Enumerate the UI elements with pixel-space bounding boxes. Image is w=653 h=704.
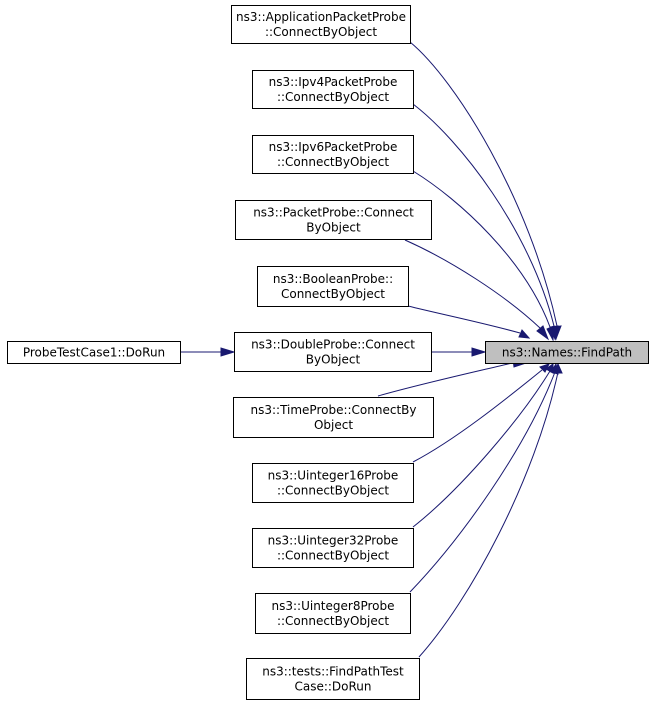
node-label-line: ns3::Ipv4PacketProbe: [269, 75, 398, 89]
edge-line: [412, 170, 551, 328]
node-box: [252, 135, 414, 174]
node-uint8[interactable]: ns3::Uinteger8Probe::ConnectByObject: [255, 593, 411, 634]
node-label-line: Case::DoRun: [294, 680, 371, 694]
node-label-line: ns3::BooleanProbe::: [273, 272, 393, 286]
arrowhead: [518, 329, 531, 339]
node-label-line: ConnectByObject: [281, 287, 385, 301]
node-label-line: ::ConnectByObject: [265, 25, 377, 39]
node-label-line: ::ConnectByObject: [277, 614, 389, 628]
node-label-line: ns3::Uinteger32Probe: [268, 534, 399, 548]
edge-line: [404, 239, 541, 329]
node-label-line: ns3::PacketProbe::Connect: [253, 206, 414, 220]
edge-double-to-findpath: [431, 347, 487, 357]
edge-line: [412, 370, 551, 528]
edge-probetest-to-double: [180, 347, 236, 357]
node-box: [7, 341, 181, 364]
edges-layer: [180, 41, 563, 658]
edge-line: [409, 371, 556, 593]
edge-line: [377, 362, 513, 397]
edge-boolean-to-findpath: [407, 305, 531, 339]
edge-line: [412, 103, 555, 327]
node-label-line: ns3::Uinteger8Probe: [272, 599, 395, 613]
node-box: [246, 658, 420, 700]
edge-packet-to-findpath: [404, 239, 550, 341]
node-box: [252, 70, 414, 109]
node-label-line: ByObject: [306, 353, 361, 367]
node-ipv6[interactable]: ns3::Ipv6PacketProbe::ConnectByObject: [252, 135, 414, 174]
node-label-line: ns3::tests::FindPathTest: [262, 665, 404, 679]
node-findpath[interactable]: ns3::Names::FindPath: [485, 341, 649, 364]
node-label-line: ::ConnectByObject: [277, 90, 389, 104]
node-label-line: ns3::Ipv6PacketProbe: [269, 140, 398, 154]
edge-line: [418, 371, 559, 658]
node-label-line: ::ConnectByObject: [277, 484, 389, 498]
arrowhead: [471, 347, 487, 357]
node-time[interactable]: ns3::TimeProbe::ConnectByObject: [233, 397, 434, 438]
arrowhead: [536, 325, 550, 341]
node-probetest[interactable]: ProbeTestCase1::DoRun: [7, 341, 181, 364]
edge-app-to-findpath: [409, 41, 562, 341]
node-box: [252, 463, 414, 503]
arrowhead: [546, 325, 555, 342]
node-box: [257, 266, 409, 307]
node-box: [234, 332, 432, 372]
edge-ipv4-to-findpath: [412, 103, 559, 341]
arrowhead: [553, 362, 563, 374]
node-label-line: ns3::Uinteger16Probe: [268, 469, 399, 483]
node-label-line: ProbeTestCase1::DoRun: [23, 346, 165, 360]
node-packet[interactable]: ns3::PacketProbe::ConnectByObject: [235, 200, 432, 240]
node-box: [233, 397, 434, 438]
nodes-layer: ns3::ApplicationPacketProbe::ConnectByOb…: [7, 5, 649, 700]
node-double[interactable]: ns3::DoubleProbe::ConnectByObject: [234, 332, 432, 372]
node-box: [485, 341, 649, 364]
node-box: [255, 593, 411, 634]
node-label-line: ::ConnectByObject: [277, 155, 389, 169]
node-app[interactable]: ns3::ApplicationPacketProbe::ConnectByOb…: [231, 5, 411, 44]
node-box: [235, 200, 432, 240]
node-boolean[interactable]: ns3::BooleanProbe::ConnectByObject: [257, 266, 409, 307]
edge-line: [407, 305, 521, 334]
node-label-line: ns3::TimeProbe::ConnectBy: [250, 403, 416, 417]
node-ipv4[interactable]: ns3::Ipv4PacketProbe::ConnectByObject: [252, 70, 414, 109]
node-uint32[interactable]: ns3::Uinteger32Probe::ConnectByObject: [252, 528, 414, 568]
node-label-line: ::ConnectByObject: [277, 549, 389, 563]
node-box: [231, 5, 411, 44]
edge-ipv6-to-findpath: [412, 170, 555, 342]
edge-findpathtest-to-findpath: [418, 362, 563, 658]
node-label-line: ns3::Names::FindPath: [502, 346, 632, 360]
edge-line: [409, 41, 558, 327]
node-box: [252, 528, 414, 568]
edge-line: [412, 369, 543, 463]
node-label-line: ByObject: [306, 221, 361, 235]
node-label-line: ns3::ApplicationPacketProbe: [236, 10, 406, 24]
node-label-line: Object: [314, 418, 353, 432]
node-label-line: ns3::DoubleProbe::Connect: [251, 338, 415, 352]
node-uint16[interactable]: ns3::Uinteger16Probe::ConnectByObject: [252, 463, 414, 503]
arrowhead: [220, 347, 236, 357]
